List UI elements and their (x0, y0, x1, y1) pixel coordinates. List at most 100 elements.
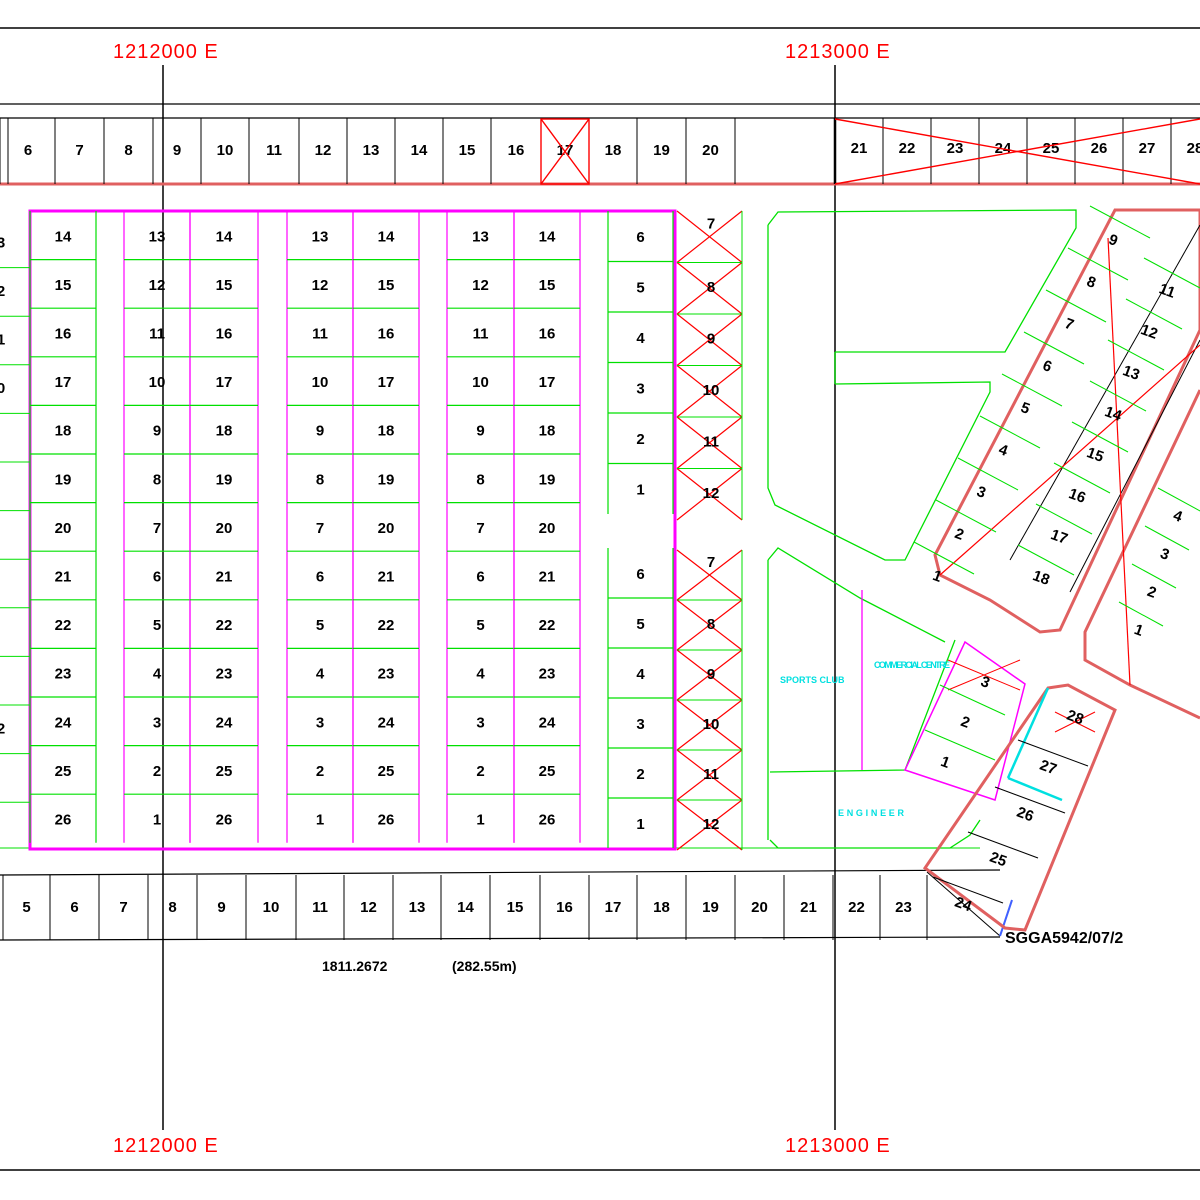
lot-number: 14 (55, 228, 72, 245)
lot-number: 13 (312, 228, 329, 245)
lot-number: 8 (316, 471, 324, 488)
lot-number: 10 (149, 374, 166, 391)
lot-number: 1 (636, 482, 644, 499)
lot-number: 7 (75, 142, 83, 159)
lot-number: 7 (707, 216, 715, 233)
lot-number: 18 (539, 423, 556, 440)
lot-number: 25 (539, 763, 556, 780)
lot-number: 3 (0, 234, 5, 251)
lot-number: 4 (1171, 507, 1185, 526)
sheet-frame (0, 27, 1200, 1171)
engineer-label: ENGINEER (838, 808, 905, 818)
lot-number: 12 (312, 277, 329, 294)
lot-number: 12 (1138, 321, 1159, 343)
lot-number: 22 (378, 617, 395, 634)
lot-number: 15 (1084, 444, 1105, 466)
lot-number: 15 (507, 899, 524, 916)
lot-number: 21 (378, 568, 395, 585)
lot-number: 23 (55, 666, 72, 683)
grid-lines (162, 65, 836, 1130)
lot-number: 6 (316, 568, 324, 585)
lot-number: 9 (476, 423, 484, 440)
lot-number: 15 (459, 142, 476, 159)
lot-number: 10 (217, 142, 234, 159)
lot-number: 2 (316, 763, 324, 780)
lot-number: 6 (636, 566, 644, 583)
lot-number: 24 (55, 714, 72, 731)
lot-number: 6 (476, 568, 484, 585)
lot-number: 23 (947, 140, 964, 157)
lot-number: 8 (124, 142, 132, 159)
lot-number: 9 (173, 142, 181, 159)
lot-number: 7 (153, 520, 161, 537)
lot-number: 13 (363, 142, 380, 159)
lot-number: 15 (55, 277, 72, 294)
lot-number: 6 (636, 229, 644, 246)
lot-number: 5 (153, 617, 161, 634)
lot-number: 12 (703, 816, 720, 833)
lot-number: 18 (1030, 567, 1051, 589)
lot-number: 23 (895, 899, 912, 916)
lot-number: 25 (378, 763, 395, 780)
lot-number: 20 (751, 899, 768, 916)
lot-number: 27 (1139, 140, 1156, 157)
lot-number: 14 (216, 228, 233, 245)
lot-number: 18 (55, 423, 72, 440)
lot-number: 4 (153, 666, 162, 683)
lot-number: 8 (476, 471, 484, 488)
lot-number: 8 (1084, 273, 1098, 292)
lot-number: 3 (1158, 545, 1172, 564)
lot-number: 19 (539, 471, 556, 488)
lot-number: 6 (1040, 357, 1054, 376)
lot-number: 17 (55, 374, 72, 391)
open-spaces (767, 209, 1077, 849)
lot-number: 15 (378, 277, 395, 294)
lot-blocks: 3210214151617181920212223242526131211109… (0, 210, 743, 851)
lot-number: 19 (378, 471, 395, 488)
grid-label-top-right: 1213000 E (785, 41, 891, 63)
lot-number: 28 (1064, 707, 1085, 729)
lot-number: 19 (55, 471, 72, 488)
lot-number: 16 (539, 325, 556, 342)
lot-number: 6 (153, 568, 161, 585)
lot-number: 20 (539, 520, 556, 537)
lot-number: 13 (409, 899, 426, 916)
lot-number: 5 (636, 280, 644, 297)
lot-number: 3 (974, 483, 988, 502)
lot-number: 14 (411, 142, 428, 159)
lot-number: 17 (216, 374, 233, 391)
lot-number: 9 (217, 899, 225, 916)
lot-number: 18 (378, 423, 395, 440)
lot-number: 21 (539, 568, 556, 585)
lot-number: 25 (1043, 140, 1060, 157)
lot-number: 5 (22, 899, 30, 916)
lot-number: 11 (312, 899, 328, 916)
lot-number: 28 (1187, 140, 1200, 157)
lot-number: 8 (707, 616, 715, 633)
lot-number: 16 (1066, 485, 1087, 507)
lot-number: 3 (153, 714, 161, 731)
lot-number: 22 (539, 617, 556, 634)
lot-number: 4 (996, 441, 1010, 460)
lot-number: 12 (472, 277, 489, 294)
lot-number: 14 (539, 228, 556, 245)
lot-number: 12 (703, 485, 720, 502)
lot-number: 23 (378, 666, 395, 683)
lot-number: 19 (702, 899, 719, 916)
lot-number: 17 (605, 899, 622, 916)
lot-number: 18 (653, 899, 670, 916)
lot-number: 18 (216, 423, 233, 440)
lot-number: 16 (378, 325, 395, 342)
lot-number: 11 (1157, 280, 1178, 301)
sports-club-label: SPORTS CLUB (780, 675, 845, 685)
lot-number: 11 (266, 142, 282, 159)
lot-number: 14 (1102, 403, 1124, 425)
lot-number: 4 (636, 330, 645, 347)
cancelled-marks-top (540, 118, 1200, 185)
